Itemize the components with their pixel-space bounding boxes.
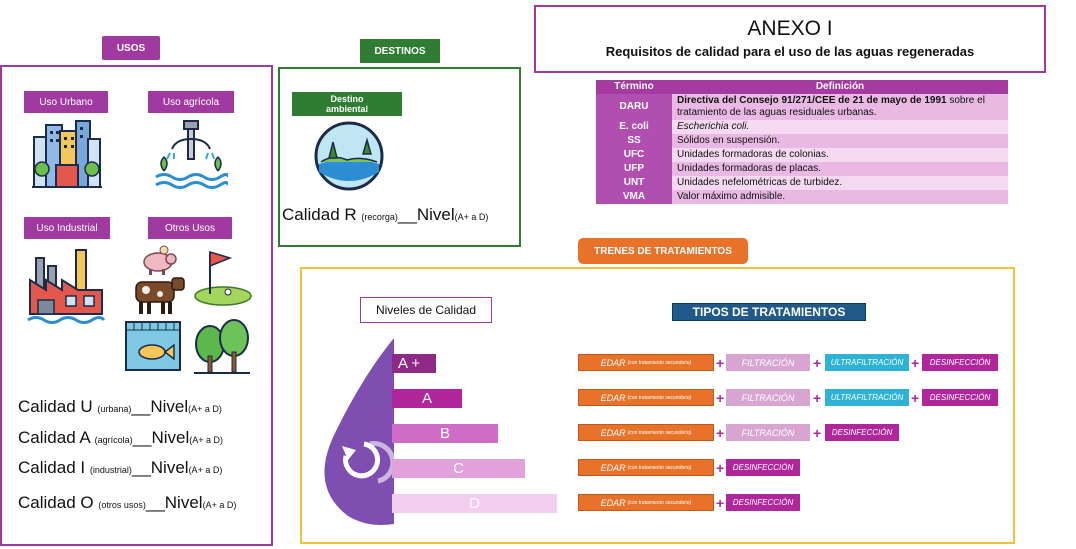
- def-cell: Directiva del Consejo 91/271/CEE de 21 d…: [672, 94, 1008, 120]
- desinfeccion-step: DESINFECCIÓN: [825, 424, 899, 441]
- destinos-header: DESTINOS: [360, 39, 440, 63]
- plus-sign: +: [813, 390, 822, 406]
- def-cell: Unidades formadoras de placas.: [672, 162, 1008, 176]
- ultrafiltracion-step: ULTRAFILTRACIÓN: [825, 389, 909, 406]
- plus-sign: +: [716, 460, 725, 476]
- table-row: UFP Unidades formadoras de placas.: [596, 162, 1008, 176]
- filtracion-step: FILTRACIÓN: [726, 424, 810, 441]
- term-cell: DARU: [596, 94, 672, 120]
- trees-icon: [194, 319, 250, 374]
- filtracion-step: FILTRACIÓN: [726, 354, 810, 371]
- definitions-table: Término Definición DARU Directiva del Co…: [596, 80, 1008, 204]
- uso-agricola-label: Uso agrícola: [148, 91, 234, 113]
- desinfeccion-step: DESINFECCIÓN: [726, 494, 800, 511]
- def-cell: Unidades formadoras de colonias.: [672, 148, 1008, 162]
- tipos-tratamientos-label: TIPOS DE TRATAMIENTOS: [672, 303, 866, 321]
- table-row: DARU Directiva del Consejo 91/271/CEE de…: [596, 94, 1008, 120]
- desinfeccion-step: DESINFECCIÓN: [726, 459, 800, 476]
- def-cell: Sólidos en suspensión.: [672, 134, 1008, 148]
- calidad-r: Calidad R (recorga)__Nivel(A+ a D): [282, 205, 489, 224]
- uso-urbano-label: Uso Urbano: [24, 91, 108, 113]
- term-cell: VMA: [596, 190, 672, 204]
- anexo-title: ANEXO I: [747, 17, 833, 40]
- otros-usos-label: Otros Usos: [148, 217, 232, 239]
- def-cell: Unidades nefelométricas de turbidez.: [672, 176, 1008, 190]
- golf-icon: [194, 250, 252, 306]
- irrigation-icon: [155, 120, 228, 189]
- table-row: UNT Unidades nefelométricas de turbidez.: [596, 176, 1008, 190]
- plus-sign: +: [716, 425, 725, 441]
- water-drop-icon: [324, 338, 394, 525]
- uso-industrial-label: Uso Industrial: [24, 217, 110, 239]
- edar-step: EDAR(con tratamiento secundario): [578, 354, 714, 371]
- plus-sign: +: [716, 355, 725, 371]
- trenes-header: TRENES DE TRATAMIENTOS: [578, 238, 748, 264]
- plus-sign: +: [911, 390, 920, 406]
- level-bar: A: [392, 389, 462, 408]
- calidad-i: Calidad I (industrial)__Nivel(A+ a D): [18, 458, 223, 477]
- term-cell: UNT: [596, 176, 672, 190]
- table-row: SS Sólidos en suspensión.: [596, 134, 1008, 148]
- term-cell: SS: [596, 134, 672, 148]
- term-cell: UFC: [596, 148, 672, 162]
- table-row: VMA Valor máximo admisible.: [596, 190, 1008, 204]
- term-cell: UFP: [596, 162, 672, 176]
- term-cell: E. coli: [596, 120, 672, 134]
- level-bar: B: [392, 424, 498, 443]
- table-row: UFC Unidades formadoras de colonias.: [596, 148, 1008, 162]
- environment-icon: [314, 121, 384, 191]
- plus-sign: +: [813, 355, 822, 371]
- anexo-panel: [534, 5, 1046, 73]
- destinos-panel: [278, 67, 521, 247]
- plus-sign: +: [716, 390, 725, 406]
- factory-icon: [27, 249, 106, 324]
- def-cell: Valor máximo admisible.: [672, 190, 1008, 204]
- edar-step: EDAR(con tratamiento secundario): [578, 389, 714, 406]
- edar-step: EDAR(con tratamiento secundario): [578, 424, 714, 441]
- plus-sign: +: [716, 495, 725, 511]
- desinfeccion-step: DESINFECCIÓN: [922, 354, 998, 371]
- table-row: E. coli Escherichia coli.: [596, 120, 1008, 134]
- calidad-o: Calidad O (otros usos)__Nivel(A+ a D): [18, 493, 237, 512]
- plus-sign: +: [911, 355, 920, 371]
- destino-ambiental-label: Destino ambiental: [292, 92, 402, 116]
- level-bar: C: [392, 459, 525, 478]
- calidad-a: Calidad A (agrícola)__Nivel(A+ a D): [18, 428, 224, 447]
- level-bar: D: [392, 494, 557, 513]
- col-term-header: Término: [596, 80, 672, 94]
- usos-header: USOS: [102, 36, 160, 60]
- cow-icon: [135, 277, 185, 314]
- pig-icon: [143, 245, 177, 275]
- def-cell: Escherichia coli.: [672, 120, 1008, 134]
- col-def-header: Definición: [672, 80, 1008, 94]
- level-bar: A +: [392, 354, 436, 373]
- edar-step: EDAR(con tratamiento secundario): [578, 459, 714, 476]
- fish-farm-icon: [125, 321, 181, 371]
- filtracion-step: FILTRACIÓN: [726, 389, 810, 406]
- ultrafiltracion-step: ULTRAFILTRACIÓN: [825, 354, 909, 371]
- usos-panel: [0, 65, 273, 546]
- calidad-u: Calidad U (urbana)__Nivel(A+ a D): [18, 397, 222, 416]
- trenes-panel: [300, 267, 1015, 544]
- desinfeccion-step: DESINFECCIÓN: [922, 389, 998, 406]
- edar-step: EDAR(con tratamiento secundario): [578, 494, 714, 511]
- anexo-subtitle: Requisitos de calidad para el uso de las…: [605, 44, 975, 59]
- plus-sign: +: [813, 425, 822, 441]
- niveles-calidad-label: Niveles de Calidad: [360, 297, 492, 323]
- city-icon: [32, 120, 102, 188]
